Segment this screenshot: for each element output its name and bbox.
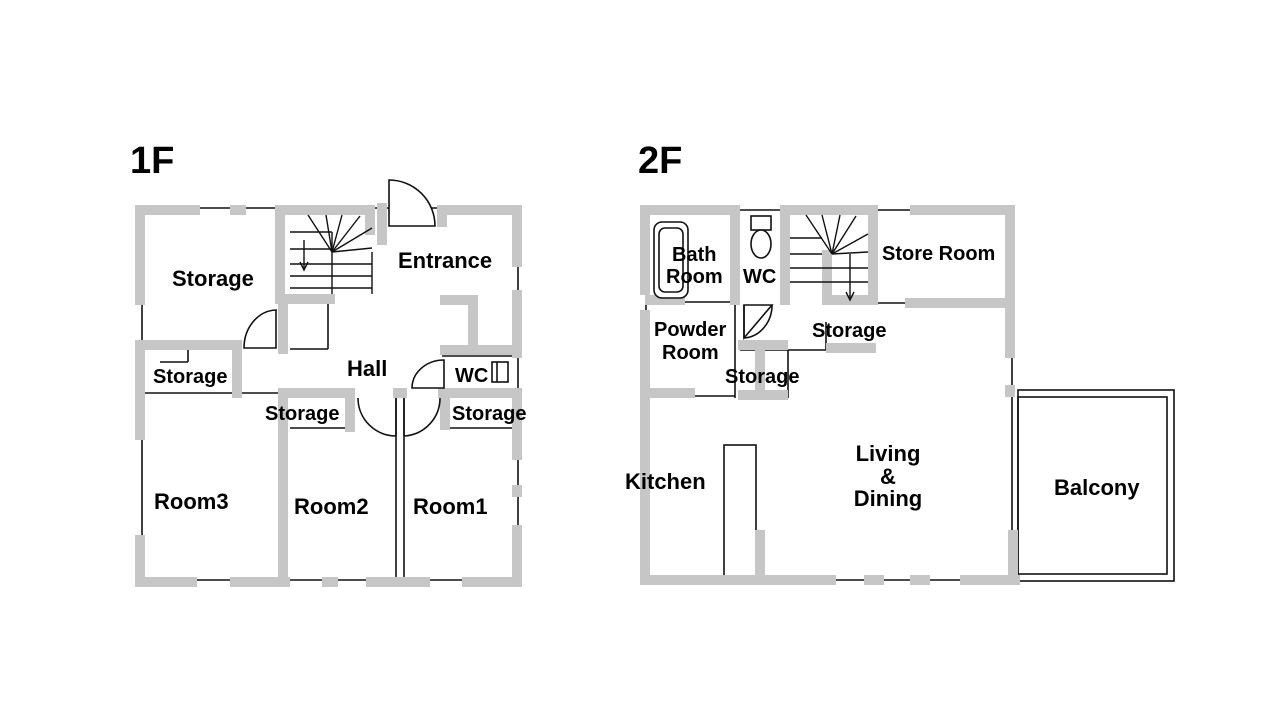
thin-lines-2f: [645, 209, 1175, 582]
room-label-powder-1: Powder: [654, 319, 726, 341]
staircase-1f: [290, 214, 373, 294]
room-label-living-1: Living: [856, 441, 921, 466]
room-label-room3: Room3: [154, 489, 229, 514]
walls-2f: [640, 205, 1020, 585]
room-label-bath-1: Bath: [672, 244, 716, 266]
room-label-balcony: Balcony: [1054, 475, 1140, 500]
labels-1f: Storage Entrance Hall Storage Storage WC…: [153, 248, 526, 519]
room-label-storage-mid: Storage: [265, 403, 339, 425]
room-label-hall: Hall: [347, 356, 387, 381]
room-label-living-2: &: [880, 464, 896, 489]
room-label-storage-w: Storage: [153, 366, 227, 388]
room-label-storage-lower: Storage: [725, 366, 799, 388]
doors-2f: [743, 304, 774, 341]
toilet-1f: [491, 361, 509, 383]
toilet-2f-tank: [750, 215, 772, 231]
room-label-entrance: Entrance: [398, 248, 492, 273]
doors-1f: [243, 179, 509, 437]
floor-title-2f: 2F: [638, 140, 682, 182]
room-label-store-room: Store Room: [882, 243, 995, 265]
room-label-kitchen: Kitchen: [625, 469, 706, 494]
room-label-storage-nw: Storage: [172, 266, 254, 291]
room-label-living-3: Dining: [854, 486, 922, 511]
room-label-room1: Room1: [413, 494, 488, 519]
room-label-storage-e: Storage: [452, 403, 526, 425]
floor-title-1f: 1F: [130, 140, 174, 182]
walls-1f: [135, 203, 522, 587]
floor-2f: 2F: [625, 140, 1175, 585]
room-label-wc-2f: WC: [743, 266, 776, 288]
room-label-bath-2: Room: [666, 266, 723, 288]
floor-1f: 1F: [130, 140, 526, 587]
room-label-room2: Room2: [294, 494, 369, 519]
fixtures-2f: [653, 215, 772, 299]
toilet-2f-bowl: [750, 229, 772, 259]
room-label-powder-2: Room: [662, 342, 719, 364]
room-label-storage-upper: Storage: [812, 320, 886, 342]
labels-2f: Bath Room WC Store Room Powder Room Stor…: [625, 243, 1140, 511]
staircase-2f: [790, 214, 869, 302]
room-label-wc-1f: WC: [455, 365, 488, 387]
